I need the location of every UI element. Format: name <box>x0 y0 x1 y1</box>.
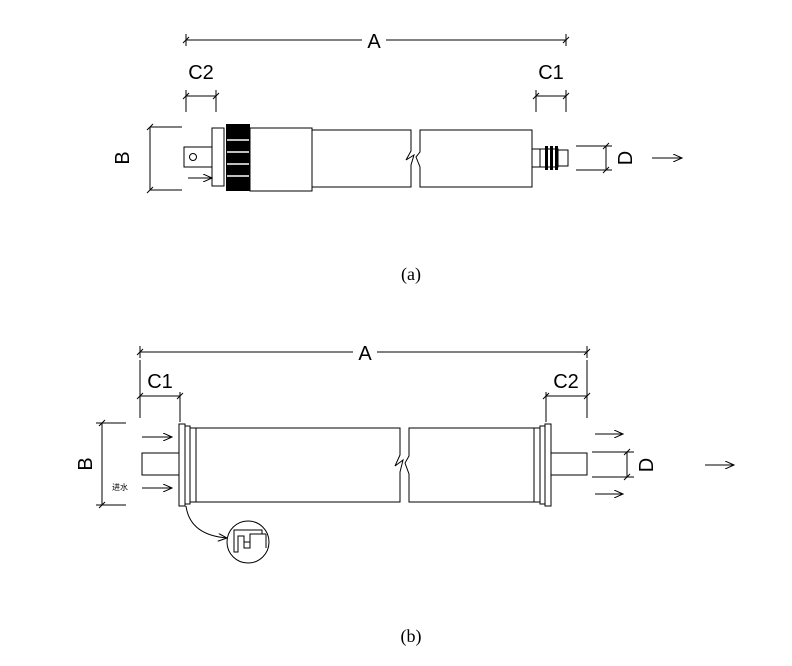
label-b-b: B <box>75 457 97 470</box>
label-a-b: A <box>358 343 372 365</box>
left-key <box>183 146 213 168</box>
label-c1-b: C1 <box>147 371 173 393</box>
label-d: D <box>615 151 637 165</box>
dimension-c2-b: C2 <box>542 360 591 422</box>
seal-detail-callout <box>185 505 270 564</box>
left-product-tube <box>141 452 181 476</box>
membrane-body-b <box>196 427 535 503</box>
diagram-b: A C1 C2 B 进水 <box>75 343 734 647</box>
dimension-b: B <box>112 123 182 194</box>
diagram-a: A C2 C1 B <box>112 31 682 285</box>
caption-a: (a) <box>401 264 421 285</box>
dimension-b-b: B <box>75 419 126 509</box>
dimension-a-length-b: A <box>136 343 591 365</box>
left-end-flange <box>178 423 197 507</box>
dimension-a-length: A <box>182 31 570 53</box>
right-connector <box>531 146 569 170</box>
dimension-d: D <box>576 142 637 174</box>
end-sleeve <box>249 127 313 192</box>
brine-seal-rings <box>226 124 250 191</box>
membrane-body-a <box>312 129 533 188</box>
dimension-c1: C1 <box>532 62 570 112</box>
dimension-c2: C2 <box>182 62 220 112</box>
right-product-tube <box>550 452 588 476</box>
label-b: B <box>112 151 134 164</box>
dimension-d-b: D <box>592 448 658 481</box>
label-c2-b: C2 <box>553 371 579 393</box>
inlet-note: 进水 <box>112 482 128 492</box>
label-c2: C2 <box>188 62 214 84</box>
right-end-flange <box>533 423 552 507</box>
label-a: A <box>367 31 381 53</box>
caption-b: (b) <box>401 626 422 647</box>
left-end-cap <box>211 127 225 187</box>
label-c1: C1 <box>538 62 564 84</box>
dimension-c1-b: C1 <box>136 360 184 422</box>
label-d-b: D <box>636 458 658 472</box>
